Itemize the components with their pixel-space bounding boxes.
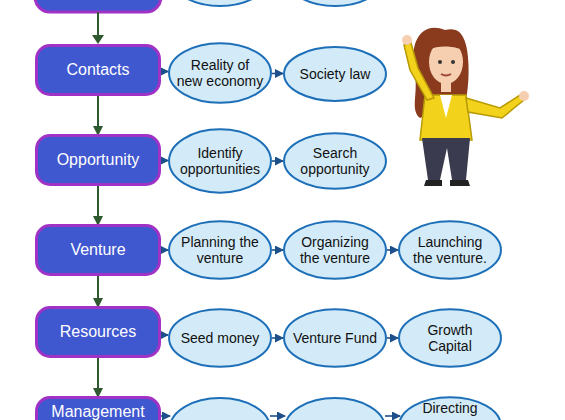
step-ellipse: Planning the venture <box>168 220 272 280</box>
step-ellipse: Seed money <box>168 308 272 368</box>
node-label: Planning the venture <box>176 234 263 266</box>
cut-box <box>35 0 161 12</box>
node-label: Venture <box>70 241 125 259</box>
step-arrow <box>272 249 283 251</box>
process-box: Contacts <box>35 44 161 96</box>
step-ellipse: Venture Fund <box>283 308 387 368</box>
step-arrow <box>161 415 170 417</box>
node-label: Opportunity <box>57 151 140 169</box>
flow-arrow <box>97 276 99 306</box>
node-label: Organizing the venture <box>291 234 378 266</box>
node-label: Contacts <box>66 61 129 79</box>
step-ellipse: Organizing the venture <box>283 220 387 280</box>
flow-arrow <box>97 12 99 36</box>
step-arrow <box>387 337 398 339</box>
step-ellipse: Identify opportunities <box>168 128 272 194</box>
step-arrow <box>161 334 168 336</box>
step-arrow <box>161 249 168 251</box>
node-label: Society law <box>300 66 371 82</box>
step-arrow <box>272 160 283 162</box>
process-box: Opportunity <box>35 134 161 186</box>
node-label: Resources <box>60 323 136 341</box>
process-box: Resources <box>35 306 161 358</box>
process-box: Venture <box>35 224 161 276</box>
step-arrow <box>272 73 283 75</box>
node-label: Search opportunity <box>291 145 378 177</box>
step-arrow <box>161 160 168 162</box>
step-arrow <box>387 249 398 251</box>
node-label: Seed money <box>181 330 260 346</box>
node-label: Directing <box>422 400 477 416</box>
node-label: Launching the venture. <box>406 234 493 266</box>
step-arrow <box>385 415 400 417</box>
woman-illustration <box>402 28 529 186</box>
arrow-head <box>92 35 104 44</box>
step-arrow <box>161 71 168 73</box>
step-ellipse: Launching the venture. <box>398 220 502 280</box>
node-label: Reality of new economy <box>176 57 263 89</box>
cut-ellipse <box>170 398 270 420</box>
step-arrow <box>270 415 285 417</box>
step-arrow <box>272 337 283 339</box>
node-label: Growth Capital <box>406 322 493 354</box>
step-ellipse: Growth Capital <box>398 308 502 368</box>
step-ellipse: Directing <box>398 396 502 420</box>
flow-arrow <box>97 186 99 224</box>
cut-ellipse <box>170 0 270 6</box>
flow-arrow <box>97 96 99 134</box>
flow-arrow <box>97 358 99 396</box>
node-label: Identify opportunities <box>176 145 263 177</box>
process-box: Management <box>35 396 161 420</box>
node-label: Venture Fund <box>293 330 377 346</box>
step-ellipse: Search opportunity <box>283 132 387 190</box>
step-ellipse: Society law <box>283 46 387 102</box>
cut-ellipse <box>285 398 385 420</box>
step-ellipse: Reality of new economy <box>168 42 272 104</box>
node-label: Management <box>51 403 144 420</box>
cut-ellipse <box>285 0 385 6</box>
